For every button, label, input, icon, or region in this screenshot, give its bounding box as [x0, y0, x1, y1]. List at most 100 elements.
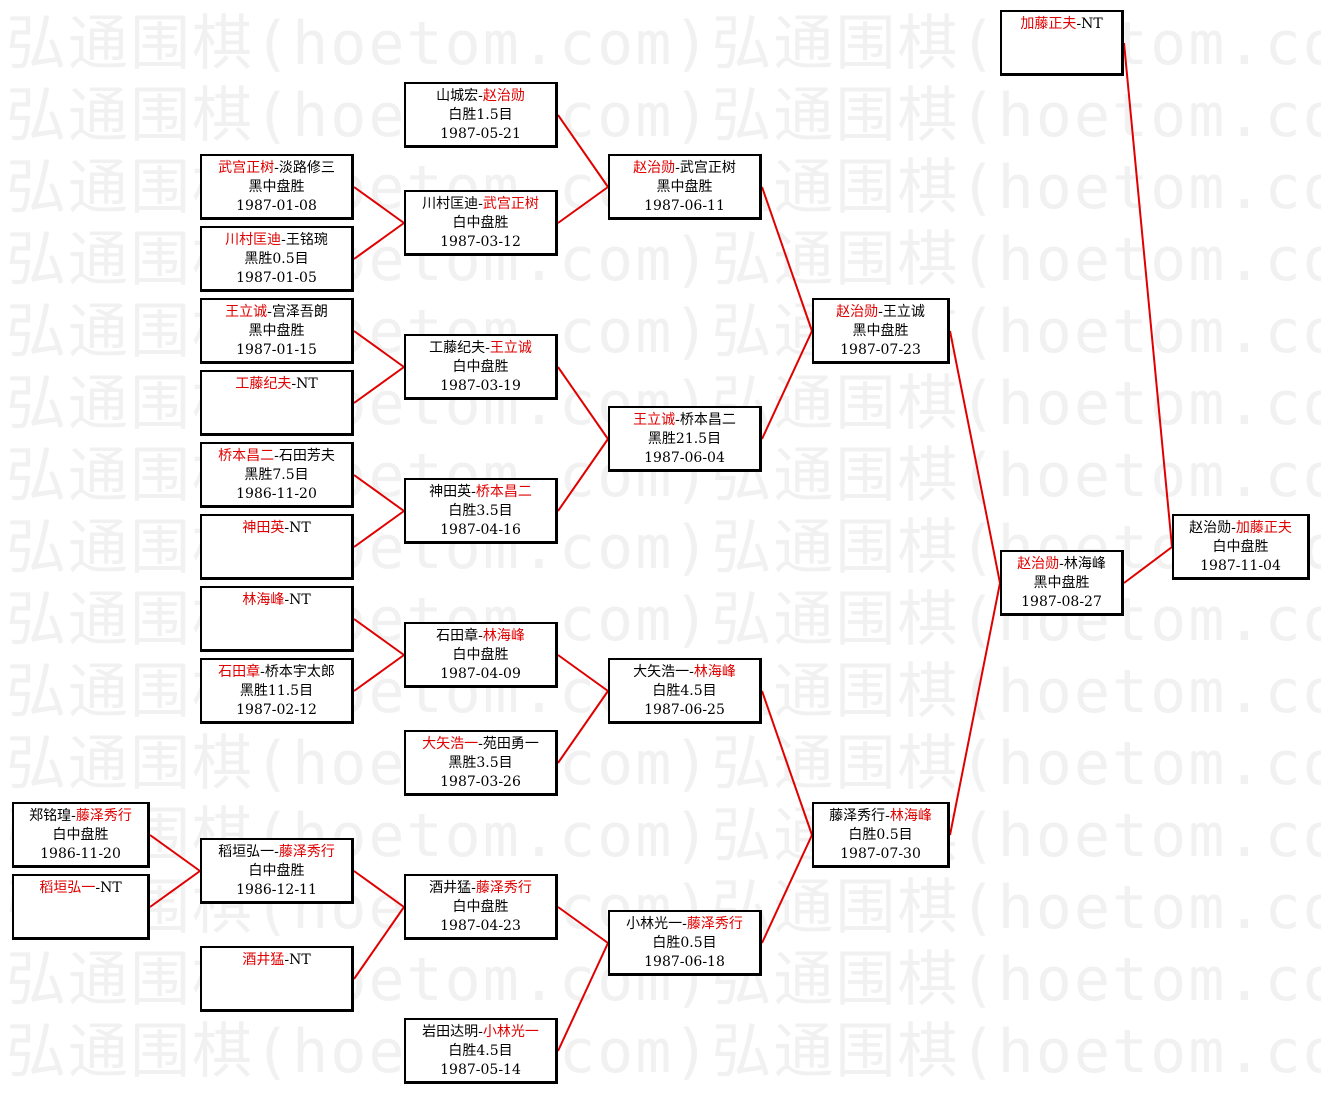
player-black: 郑铭瑝	[29, 808, 72, 824]
player-white: 淡路修三	[278, 160, 335, 176]
player-separator: -	[675, 412, 680, 428]
match-players: 小林光一-藤泽秀行	[610, 915, 759, 934]
player-separator: -	[675, 160, 680, 176]
match-players: 稻垣弘一-NT	[14, 879, 147, 898]
match-players: 神田英-桥本昌二	[406, 483, 555, 502]
connector-line	[761, 330, 813, 440]
match-players: 武宫正树-淡路修三	[202, 159, 351, 178]
match-players: 郑铭瑝-藤泽秀行	[14, 807, 147, 826]
player-black: 工藤纪夫	[429, 340, 486, 356]
match-players: 桥本昌二-石田芳夫	[202, 447, 351, 466]
connector-line	[949, 582, 1001, 836]
match-date: 1987-07-23	[840, 342, 921, 358]
player-white: 林海峰	[889, 808, 932, 824]
player-white: NT	[100, 880, 122, 896]
player-black: 武宫正树	[218, 160, 275, 176]
player-black: 加藤正夫	[1020, 16, 1077, 32]
connector-line	[557, 366, 609, 440]
match-result: 黑中盘胜	[852, 323, 909, 339]
match-result: 白胜4.5目	[652, 683, 717, 699]
player-black: 石田章	[436, 628, 479, 644]
player-white: 林海峰	[1063, 556, 1106, 572]
player-separator: -	[1059, 556, 1064, 572]
player-black: 山城宏	[436, 88, 479, 104]
match-date: 1986-11-20	[236, 486, 317, 502]
player-separator: -	[878, 304, 883, 320]
match-date: 1987-06-11	[644, 198, 725, 214]
player-white: 加藤正夫	[1235, 520, 1292, 536]
player-black: 王立诚	[633, 412, 676, 428]
connector-line	[557, 438, 609, 512]
match-box: 林海峰-NT	[200, 586, 354, 652]
match-players: 赵治勋-加藤正夫	[1174, 519, 1307, 538]
match-players: 石田章-桥本宇太郎	[202, 663, 351, 682]
player-separator: -	[95, 880, 101, 896]
player-white: 武宫正树	[482, 196, 539, 212]
match-players: 石田章-林海峰	[406, 627, 555, 646]
match-players: 山城宏-赵治勋	[406, 87, 555, 106]
player-black: 神田英	[429, 484, 472, 500]
player-separator: -	[284, 520, 290, 536]
match-players: 川村匡迪-武宫正树	[406, 195, 555, 214]
match-result: 黑中盘胜	[1033, 575, 1090, 591]
connector-line	[353, 222, 405, 260]
match-date: 1987-02-12	[236, 702, 317, 718]
player-white: 武宫正树	[679, 160, 736, 176]
player-white: 苑田勇一	[482, 736, 539, 752]
player-black: 川村匡迪	[422, 196, 479, 212]
player-white: 藤泽秀行	[475, 880, 532, 896]
match-players: 岩田达明-小林光一	[406, 1023, 555, 1042]
player-black: 大矢浩一	[633, 664, 690, 680]
connector-line	[353, 186, 405, 224]
player-separator: -	[281, 232, 286, 248]
match-result: 白胜4.5目	[448, 1043, 513, 1059]
player-white: 林海峰	[482, 628, 525, 644]
player-separator: -	[485, 340, 490, 356]
player-white: NT	[296, 376, 318, 392]
match-result: 黑中盘胜	[248, 179, 305, 195]
player-separator: -	[274, 448, 279, 464]
match-result: 白胜1.5目	[448, 107, 513, 123]
match-date: 1986-11-20	[40, 846, 121, 862]
player-separator: -	[267, 304, 272, 320]
player-white: 小林光一	[482, 1024, 539, 1040]
match-date: 1987-03-19	[440, 378, 521, 394]
player-separator: -	[284, 952, 290, 968]
match-players: 藤泽秀行-林海峰	[814, 807, 947, 826]
player-white: 桥本宇太郎	[264, 664, 335, 680]
connector-line	[1123, 546, 1173, 584]
connector-line	[761, 690, 813, 836]
player-white: NT	[289, 952, 311, 968]
match-result: 白中盘胜	[452, 359, 509, 375]
match-result: 黑中盘胜	[248, 323, 305, 339]
connector-line	[353, 330, 405, 368]
match-box: 酒井猛-NT	[200, 946, 354, 1012]
player-black: 工藤纪夫	[235, 376, 292, 392]
player-black: 赵治勋	[836, 304, 879, 320]
match-result: 白胜3.5目	[448, 503, 513, 519]
connector-line	[1123, 42, 1173, 548]
player-black: 王立诚	[225, 304, 268, 320]
match-result: 白中盘胜	[452, 215, 509, 231]
player-separator: -	[885, 808, 890, 824]
match-date: 1987-01-05	[236, 270, 317, 286]
player-white: NT	[289, 520, 311, 536]
player-black: 石田章	[218, 664, 261, 680]
connector-line	[353, 618, 405, 656]
match-players: 大矢浩一-林海峰	[610, 663, 759, 682]
match-result: 白中盘胜	[452, 899, 509, 915]
